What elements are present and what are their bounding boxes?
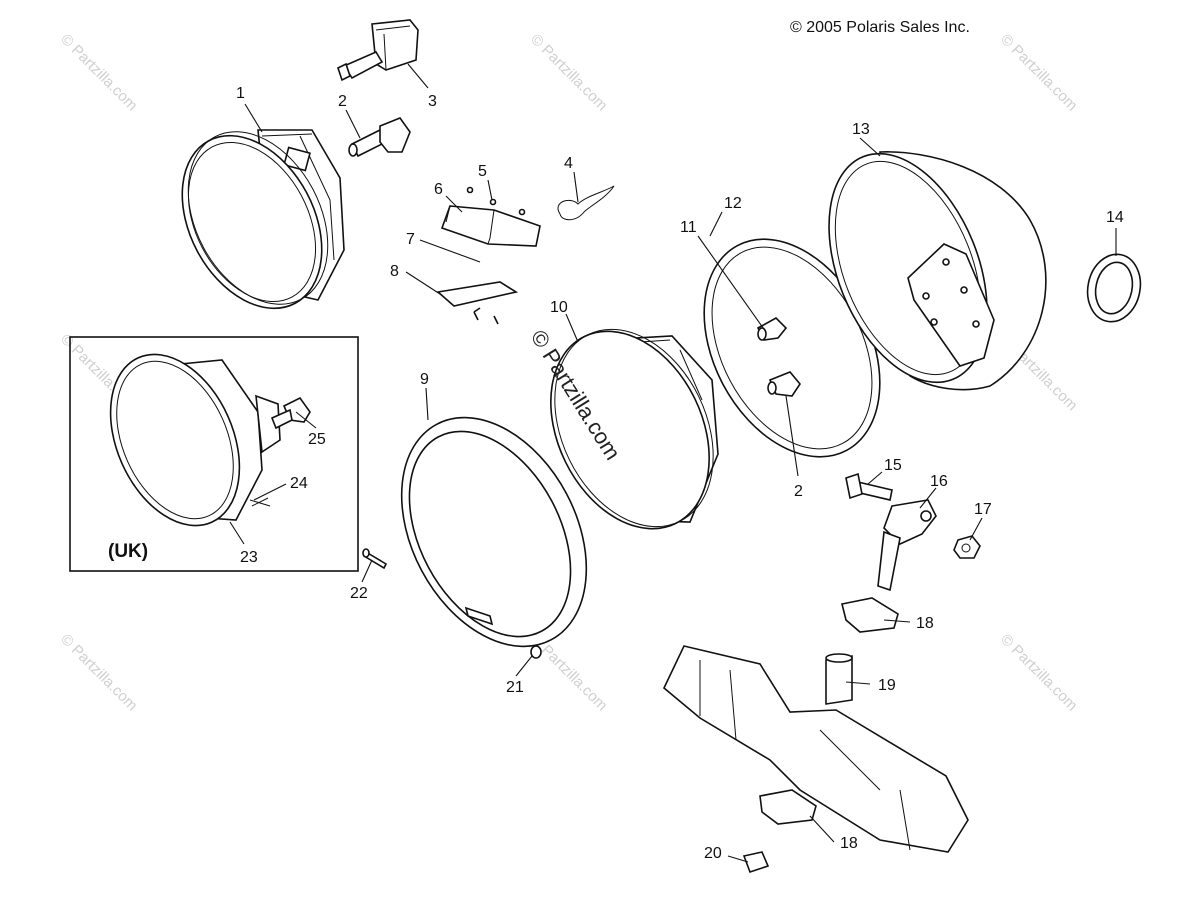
copyright-text: © 2005 Polaris Sales Inc. <box>790 19 970 36</box>
part-1-headlight <box>181 129 345 310</box>
callout-8: 8 <box>390 263 399 280</box>
part-8-bracket <box>436 281 519 325</box>
part-16-bracket <box>877 499 937 592</box>
callout-4: 4 <box>564 155 573 172</box>
watermark-1: © Partzilla.com <box>57 31 140 114</box>
part-4-clip <box>557 185 615 221</box>
callout-6: 6 <box>434 181 443 198</box>
callout-10: 10 <box>550 299 568 316</box>
part-15-bolt <box>845 472 893 501</box>
part-18-spacer-upper <box>841 597 899 633</box>
callout-19: 19 <box>878 677 896 694</box>
part-3-socket <box>337 19 419 82</box>
callout-16: 16 <box>930 473 948 490</box>
callout-21: 21 <box>506 679 524 696</box>
uk-inset: (UK) <box>69 336 359 572</box>
callout-9: 9 <box>420 371 429 388</box>
watermark-3: © Partzilla.com <box>997 31 1080 114</box>
callout-18-lower: 18 <box>840 835 858 852</box>
callout-1: 1 <box>236 85 245 102</box>
callout-20: 20 <box>704 845 722 862</box>
part-20-nut <box>742 851 770 874</box>
part-9-trim-ring <box>400 416 588 648</box>
callouts: 1 2 3 4 5 6 7 8 9 10 11 12 13 14 2 15 16… <box>236 85 1124 862</box>
part-14-ring <box>1086 253 1142 323</box>
callout-17: 17 <box>974 501 992 518</box>
part-19-sleeve <box>825 653 853 705</box>
part-2-bulb-upper <box>348 117 411 158</box>
callout-23: 23 <box>240 549 258 566</box>
callout-15: 15 <box>884 457 902 474</box>
part-13-housing <box>828 151 1047 391</box>
callout-2-upper: 2 <box>338 93 347 110</box>
callout-7: 7 <box>406 231 415 248</box>
watermark-8: © Partzilla.com <box>997 631 1080 714</box>
part-22-bolt <box>362 548 388 570</box>
callout-25: 25 <box>308 431 326 448</box>
callout-18-upper: 18 <box>916 615 934 632</box>
callout-3: 3 <box>428 93 437 110</box>
callout-5: 5 <box>478 163 487 180</box>
part-21-nut <box>530 645 542 659</box>
callout-12: 12 <box>724 195 742 212</box>
leader-lines <box>229 63 1117 863</box>
callout-11: 11 <box>680 219 697 236</box>
callout-2-lower: 2 <box>794 483 803 500</box>
watermark-2: © Partzilla.com <box>527 31 610 114</box>
uk-label: (UK) <box>108 541 148 562</box>
callout-22: 22 <box>350 585 368 602</box>
part-17-nut <box>953 535 981 559</box>
part-6-module <box>440 186 541 247</box>
callout-13: 13 <box>852 121 870 138</box>
callout-14: 14 <box>1106 209 1124 226</box>
part-10-headlight <box>550 328 719 530</box>
handlebar-cover <box>663 645 969 853</box>
part-18-spacer-lower <box>759 789 817 825</box>
part-12-plate <box>703 238 881 458</box>
watermark-6: © Partzilla.com <box>57 631 140 714</box>
callout-24: 24 <box>290 475 308 492</box>
